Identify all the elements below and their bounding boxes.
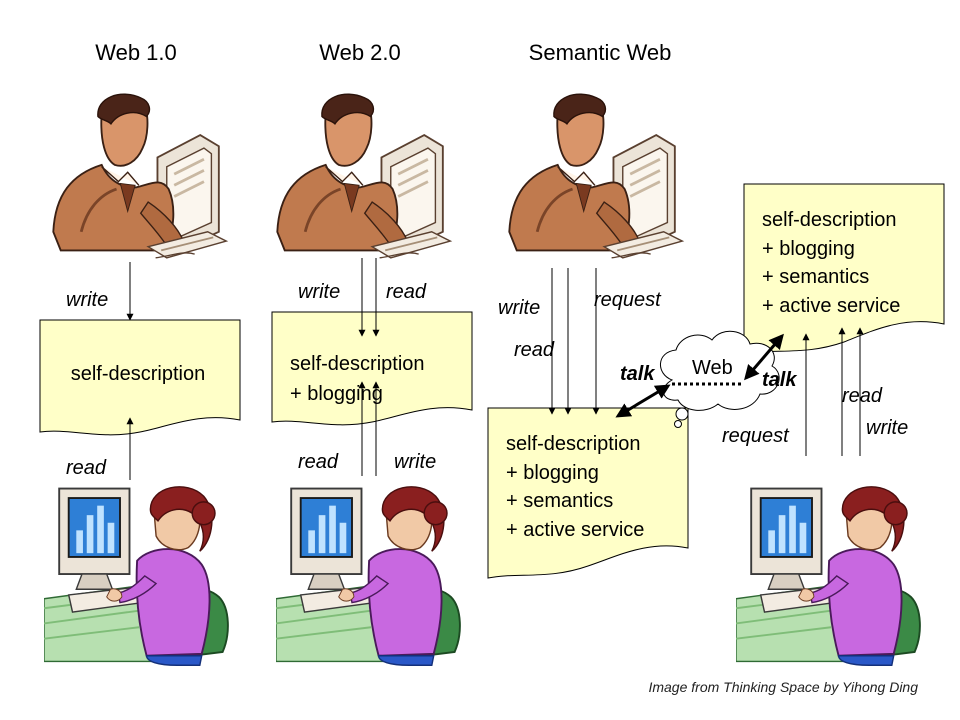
doc-sem-right-line-2: + semantics — [762, 266, 869, 288]
doc-sem-right-line-3: + active service — [762, 295, 900, 317]
document-web2 — [271, 311, 473, 426]
label-sem-request: request — [594, 289, 662, 311]
talk-arrow-right — [744, 333, 784, 381]
label-talk-left: talk — [620, 363, 655, 385]
label-web2-read-bottom: read — [298, 451, 339, 473]
doc-web1-line-0: self-description — [71, 363, 206, 385]
label-talk-right: talk — [762, 369, 797, 391]
label-sem-read: read — [514, 339, 555, 361]
doc-web2-line-0: self-description — [290, 353, 425, 375]
label-sem-write: write — [498, 297, 540, 319]
doc-sem-left-line-0: self-description — [506, 433, 641, 455]
document-web1 — [39, 319, 241, 436]
cloud-label: Web — [692, 357, 733, 379]
label-web1-read: read — [66, 457, 107, 479]
label-web2-read-top: read — [386, 281, 427, 303]
doc-web2-line-1: + blogging — [290, 383, 383, 405]
label-web2-write-top: write — [298, 281, 340, 303]
doc-sem-left-line-3: + active service — [506, 519, 644, 541]
image-credit: Image from Thinking Space by Yihong Ding — [648, 679, 918, 695]
label-web2-write-bottom: write — [394, 451, 436, 473]
publisher-illustration-web1 — [51, 92, 228, 260]
doc-sem-left-line-2: + semantics — [506, 490, 613, 512]
doc-sem-right-line-0: self-description — [762, 209, 897, 231]
doc-sem-right-line-1: + blogging — [762, 238, 855, 260]
reader-illustration-semantic — [736, 485, 921, 667]
document-semantic-left — [487, 407, 689, 579]
talk-arrow-left — [615, 384, 671, 418]
title-semantic-web: Semantic Web — [529, 40, 672, 65]
doc-sem-left-line-1: + blogging — [506, 462, 599, 484]
reader-illustration-web2 — [276, 485, 461, 667]
label-right-read: read — [842, 385, 883, 407]
title-web2: Web 2.0 — [319, 40, 401, 65]
label-right-request: request — [722, 425, 790, 447]
publisher-illustration-web2 — [275, 92, 452, 260]
title-web1: Web 1.0 — [95, 40, 177, 65]
publisher-illustration-semantic — [507, 92, 684, 260]
reader-illustration-web1 — [44, 485, 229, 667]
label-web1-write: write — [66, 289, 108, 311]
label-right-write: write — [866, 417, 908, 439]
